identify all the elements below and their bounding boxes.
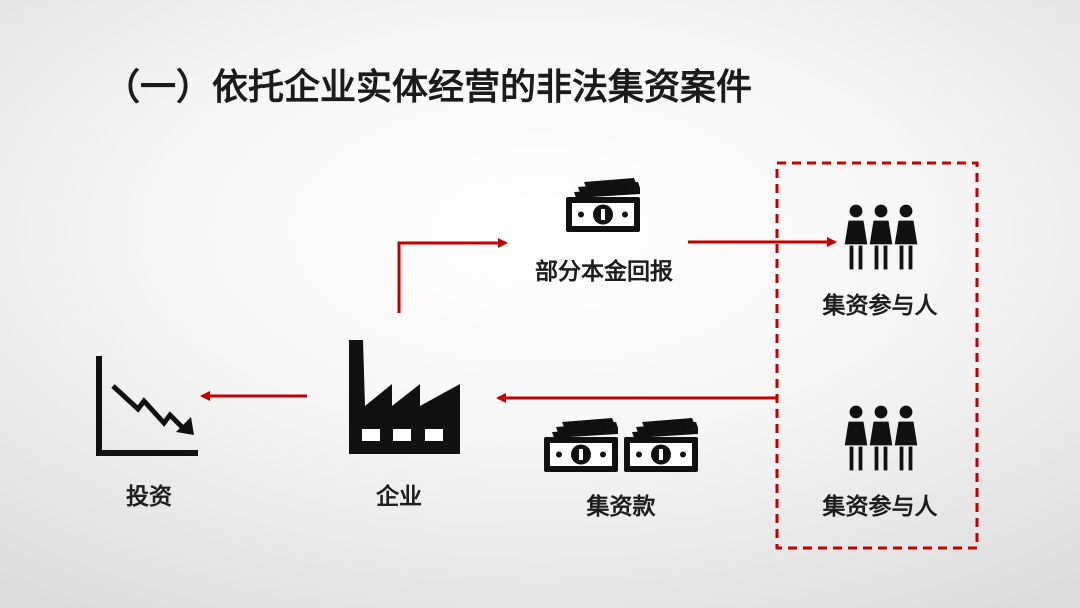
participants-label-bottom: 集资参与人 (822, 494, 938, 520)
banknote-stack-icon (566, 178, 640, 232)
three-people-icon (843, 203, 919, 271)
enterprise-to-return-arrow (397, 238, 508, 313)
investment-label: 投资 (126, 484, 172, 510)
participants-dashed-box (775, 161, 979, 550)
partial-principal-return-label: 部分本金回报 (535, 259, 673, 285)
banknote-stack-icon (544, 418, 618, 472)
factory-icon (349, 340, 460, 454)
banknote-stack-icon (624, 418, 698, 472)
participants-label-top: 集资参与人 (822, 293, 938, 319)
three-people-icon (843, 404, 919, 472)
declining-chart-icon (96, 356, 198, 456)
enterprise-label: 企业 (376, 484, 422, 510)
page-title: （一）依托企业实体经营的非法集资案件 (104, 67, 753, 108)
funds-label: 集资款 (586, 494, 656, 520)
